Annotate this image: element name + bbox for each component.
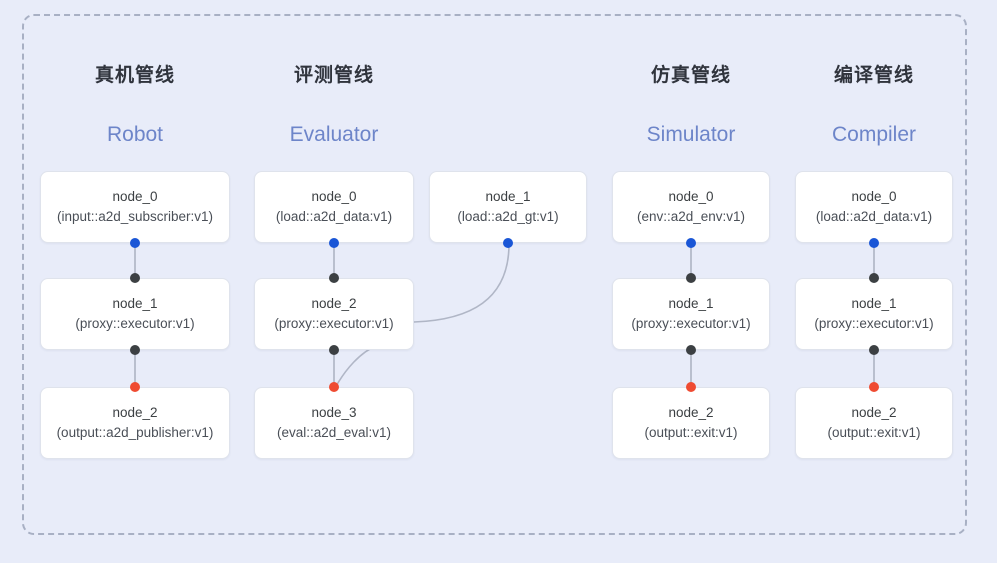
node-type: (output::exit:v1) <box>827 425 921 440</box>
node-name: node_3 <box>311 405 357 421</box>
pipeline-column-evaluator-gt: node_1(load::a2d_gt:v1) <box>429 0 587 563</box>
port-dot-output-input[interactable] <box>329 238 339 248</box>
edge-line <box>690 350 692 387</box>
column-title-cn-compiler: 编译管线 <box>833 65 914 86</box>
port-dot-input-middle[interactable] <box>869 273 879 283</box>
node-type: (output::exit:v1) <box>644 425 738 440</box>
port-dot-output-input[interactable] <box>869 238 879 248</box>
port-dot-output-middle[interactable] <box>686 345 696 355</box>
edge-line <box>873 350 875 387</box>
node-name: node_0 <box>311 189 357 205</box>
port-dot-input-middle[interactable] <box>329 273 339 283</box>
node-type: (output::a2d_publisher:v1) <box>56 425 214 440</box>
node-name: node_2 <box>112 405 158 421</box>
node-type: (proxy::executor:v1) <box>631 316 751 331</box>
node-type: (load::a2d_data:v1) <box>275 209 393 224</box>
port-dot-output-input[interactable] <box>130 238 140 248</box>
edge-line <box>873 243 875 278</box>
column-title-en-evaluator: Evaluator <box>289 123 379 146</box>
port-dot-input-output[interactable] <box>329 382 339 392</box>
node-type: (env::a2d_env:v1) <box>636 209 746 224</box>
port-dot-output-middle[interactable] <box>869 345 879 355</box>
column-title-cn-robot: 真机管线 <box>94 65 175 86</box>
node-name: node_0 <box>668 189 714 205</box>
node-box-evaluator-gt-node_1[interactable]: node_1(load::a2d_gt:v1) <box>429 171 587 243</box>
node-box-evaluator-node_0[interactable]: node_0(load::a2d_data:v1) <box>254 171 414 243</box>
port-dot-output-input[interactable] <box>686 238 696 248</box>
node-box-simulator-node_0[interactable]: node_0(env::a2d_env:v1) <box>612 171 770 243</box>
node-name: node_1 <box>485 189 531 205</box>
port-dot-input-middle[interactable] <box>686 273 696 283</box>
column-title-en-compiler: Compiler <box>831 123 917 146</box>
node-type: (proxy::executor:v1) <box>75 316 195 331</box>
port-dot-input-output[interactable] <box>869 382 879 392</box>
column-title-cn-evaluator: 评测管线 <box>293 65 374 86</box>
node-type: (load::a2d_data:v1) <box>815 209 933 224</box>
node-type: (input::a2d_subscriber:v1) <box>56 209 214 224</box>
node-type: (proxy::executor:v1) <box>814 316 934 331</box>
node-name: node_2 <box>668 405 714 421</box>
node-box-simulator-node_2[interactable]: node_2(output::exit:v1) <box>612 387 770 459</box>
node-box-evaluator-node_3[interactable]: node_3(eval::a2d_eval:v1) <box>254 387 414 459</box>
edge-line <box>333 243 335 278</box>
column-title-en-simulator: Simulator <box>646 123 736 146</box>
column-title-cn-simulator: 仿真管线 <box>650 65 731 86</box>
diagram-dashed-frame <box>22 14 967 535</box>
node-box-simulator-node_1[interactable]: node_1(proxy::executor:v1) <box>612 278 770 350</box>
edge-line <box>134 243 136 278</box>
edge-line <box>690 243 692 278</box>
port-dot-output-input[interactable] <box>503 238 513 248</box>
node-name: node_1 <box>851 296 897 312</box>
port-dot-output-middle[interactable] <box>130 345 140 355</box>
node-name: node_1 <box>668 296 714 312</box>
node-type: (eval::a2d_eval:v1) <box>276 425 392 440</box>
node-name: node_0 <box>112 189 158 205</box>
node-name: node_2 <box>851 405 897 421</box>
node-box-robot-node_1[interactable]: node_1(proxy::executor:v1) <box>40 278 230 350</box>
node-box-robot-node_2[interactable]: node_2(output::a2d_publisher:v1) <box>40 387 230 459</box>
port-dot-input-output[interactable] <box>130 382 140 392</box>
port-dot-input-output[interactable] <box>686 382 696 392</box>
edge-line <box>134 350 136 387</box>
node-box-compiler-node_1[interactable]: node_1(proxy::executor:v1) <box>795 278 953 350</box>
edge-line <box>333 350 335 387</box>
node-box-evaluator-node_2[interactable]: node_2(proxy::executor:v1) <box>254 278 414 350</box>
column-title-en-robot: Robot <box>106 123 164 146</box>
node-name: node_2 <box>311 296 357 312</box>
node-name: node_1 <box>112 296 158 312</box>
node-type: (proxy::executor:v1) <box>274 316 394 331</box>
node-box-robot-node_0[interactable]: node_0(input::a2d_subscriber:v1) <box>40 171 230 243</box>
node-type: (load::a2d_gt:v1) <box>457 209 559 224</box>
node-box-compiler-node_0[interactable]: node_0(load::a2d_data:v1) <box>795 171 953 243</box>
port-dot-input-middle[interactable] <box>130 273 140 283</box>
node-name: node_0 <box>851 189 897 205</box>
node-box-compiler-node_2[interactable]: node_2(output::exit:v1) <box>795 387 953 459</box>
port-dot-output-middle[interactable] <box>329 345 339 355</box>
